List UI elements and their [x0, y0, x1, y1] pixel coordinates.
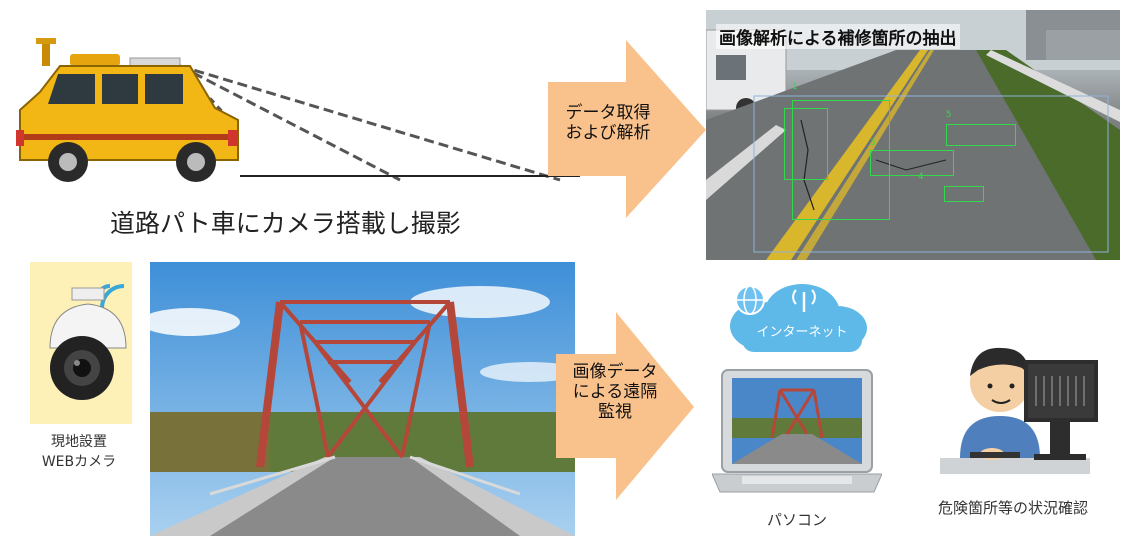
internet-label: インターネット — [756, 325, 848, 340]
webcam-caption-line2: WEBカメラ — [41, 454, 117, 470]
arrow-top-line2: および解析 — [565, 123, 651, 143]
patrol-car-illustration — [16, 38, 580, 182]
webcam-caption: 現地設置 WEBカメラ — [24, 432, 134, 472]
laptop-icon — [712, 369, 882, 493]
arrow-top-label: データ取得 および解析 — [558, 103, 658, 143]
status-check-caption: 危険箇所等の状況確認 — [937, 499, 1088, 517]
analysis-title: 画像解析による補修箇所の抽出 — [716, 24, 960, 49]
webcam-icon — [49, 284, 127, 400]
camera-view-line — [179, 64, 401, 182]
operator-illustration — [940, 347, 1098, 474]
detection-label: 1 — [792, 82, 798, 92]
road-analysis-photo: 1 3 4 5 画像解析による補修箇所の抽出 — [706, 10, 1120, 260]
pc-caption: パソコン — [766, 511, 827, 529]
arrow-bottom-line3: 監視 — [598, 402, 632, 422]
arrow-bottom-line1: 画像データ — [572, 362, 658, 382]
arrow-top — [548, 40, 706, 218]
patrol-car-caption: 道路パト車にカメラ搭載し撮影 — [110, 209, 461, 238]
detection-label: 3 — [870, 138, 876, 148]
arrow-top-line1: データ取得 — [565, 103, 651, 123]
camera-view-line — [179, 64, 561, 182]
arrow-bottom-line2: による遠隔 — [572, 382, 658, 402]
detection-label: 4 — [918, 172, 924, 182]
detection-label: 5 — [946, 110, 952, 120]
webcam-caption-line1: 現地設置 — [51, 434, 107, 450]
bridge-photo — [150, 262, 575, 536]
arrow-bottom — [556, 312, 694, 500]
arrow-bottom-label: 画像データ による遠隔 監視 — [560, 362, 670, 422]
cloud-icon — [730, 284, 867, 352]
